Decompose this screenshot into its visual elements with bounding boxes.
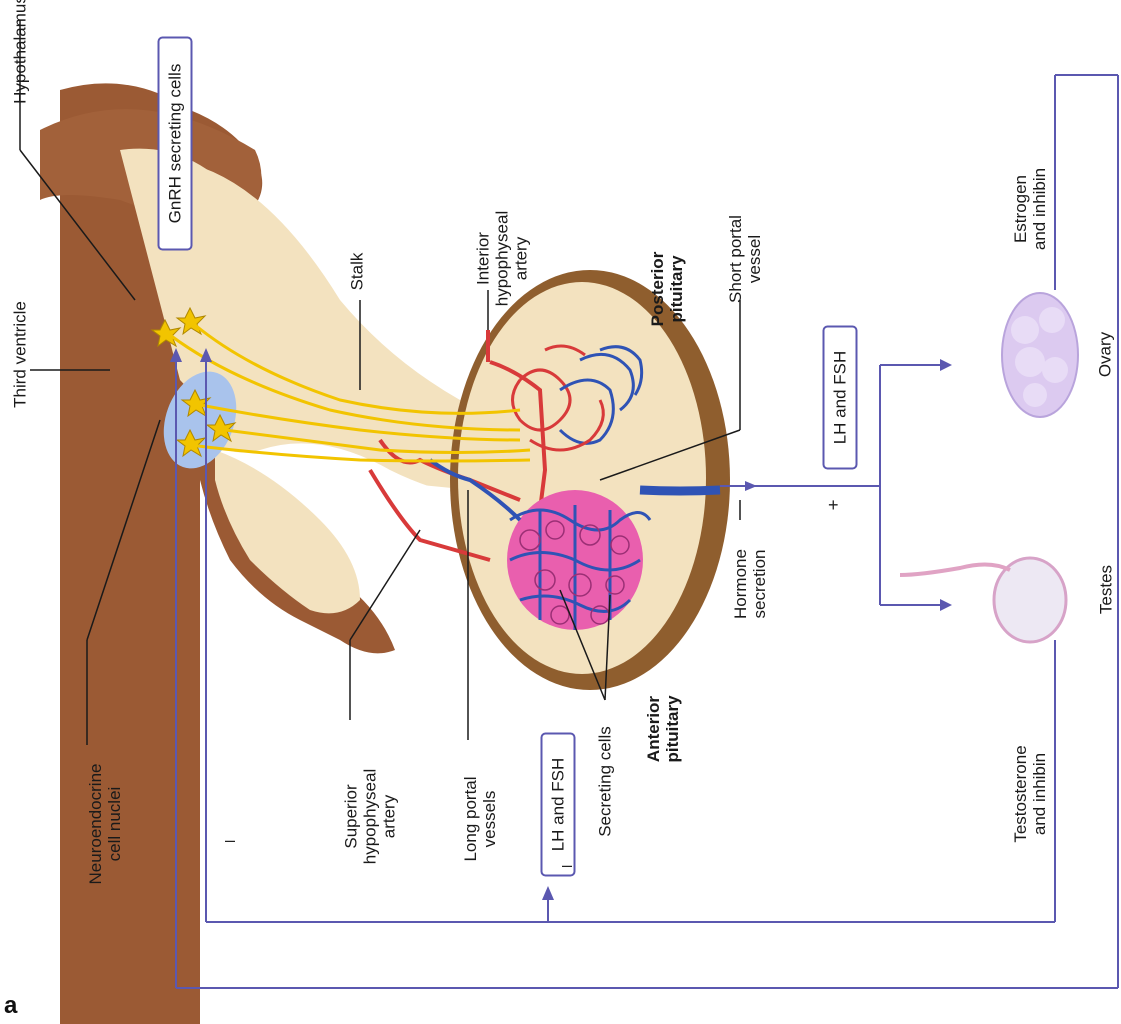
lh-fsh-box-right: LH and FSH — [823, 326, 858, 470]
panel-label: a — [4, 992, 17, 1020]
label-lh-fsh-left: LH and FSH — [549, 758, 568, 852]
label-interior-artery-line3: artery — [512, 199, 531, 319]
label-hormone-secretion: Hormone secretion — [731, 539, 769, 629]
label-long-portal-line2: vessels — [480, 764, 499, 874]
label-lh-fsh-right: LH and FSH — [831, 351, 850, 445]
label-hormone-line1: Hormone — [731, 539, 750, 629]
label-third-ventricle: Third ventricle — [11, 285, 30, 425]
label-superior-artery: Superior hypophyseal artery — [342, 757, 399, 877]
tissue-lower-strip — [215, 450, 360, 613]
label-hormone-line2: secretion — [750, 539, 769, 629]
label-long-portal-line1: Long portal — [461, 764, 480, 874]
label-posterior-line2: pituitary — [667, 239, 686, 339]
label-testes: Testes — [1097, 555, 1116, 625]
label-neuro-line1: Neuroendocrine — [86, 754, 105, 894]
label-superior-line2: hypophyseal — [361, 757, 380, 877]
label-interior-artery-line2: hypophyseal — [493, 199, 512, 319]
ovary-illustration — [1002, 293, 1078, 417]
label-short-portal-line2: vessel — [745, 204, 764, 314]
minus-sign-left: – — [225, 830, 235, 851]
label-testosterone-line2: and inhibin — [1030, 729, 1049, 859]
label-estrogen-line2: and inhibin — [1030, 154, 1049, 264]
hormone-output-vessel — [640, 490, 720, 491]
label-estrogen-inhibin: Estrogen and inhibin — [1011, 154, 1049, 264]
label-interior-artery: Interior hypophyseal artery — [474, 199, 531, 319]
label-neuroendocrine: Neuroendocrine cell nuclei — [86, 754, 124, 894]
plus-sign: + — [828, 495, 839, 516]
label-ovary: Ovary — [1096, 320, 1115, 390]
label-secreting-cells: Secreting cells — [596, 712, 615, 852]
label-superior-line1: Superior — [342, 757, 361, 877]
label-short-portal-line1: Short portal — [726, 204, 745, 314]
label-short-portal-vessel: Short portal vessel — [726, 204, 764, 314]
label-estrogen-line1: Estrogen — [1011, 154, 1030, 264]
label-superior-line3: artery — [380, 757, 399, 877]
label-testosterone-inhibin: Testosterone and inhibin — [1011, 729, 1049, 859]
label-neuro-line2: cell nuclei — [105, 754, 124, 894]
label-anterior-line2: pituitary — [663, 679, 682, 779]
minus-sign-mid: – — [562, 855, 572, 876]
label-long-portal-vessels: Long portal vessels — [461, 764, 499, 874]
label-posterior-pituitary: Posterior pituitary — [648, 239, 686, 339]
gnrh-secreting-cells-box: GnRH secreting cells — [158, 37, 193, 251]
testes-illustration — [900, 558, 1066, 642]
label-interior-artery-line1: Interior — [474, 199, 493, 319]
label-stalk: Stalk — [348, 242, 367, 302]
label-gnrh-cells: GnRH secreting cells — [166, 64, 185, 224]
label-posterior-line1: Posterior — [648, 239, 667, 339]
label-testosterone-line1: Testosterone — [1011, 729, 1030, 859]
label-anterior-pituitary: Anterior pituitary — [644, 679, 682, 779]
label-hypothalamus: Hypothalamus — [11, 0, 30, 115]
label-anterior-line1: Anterior — [644, 679, 663, 779]
